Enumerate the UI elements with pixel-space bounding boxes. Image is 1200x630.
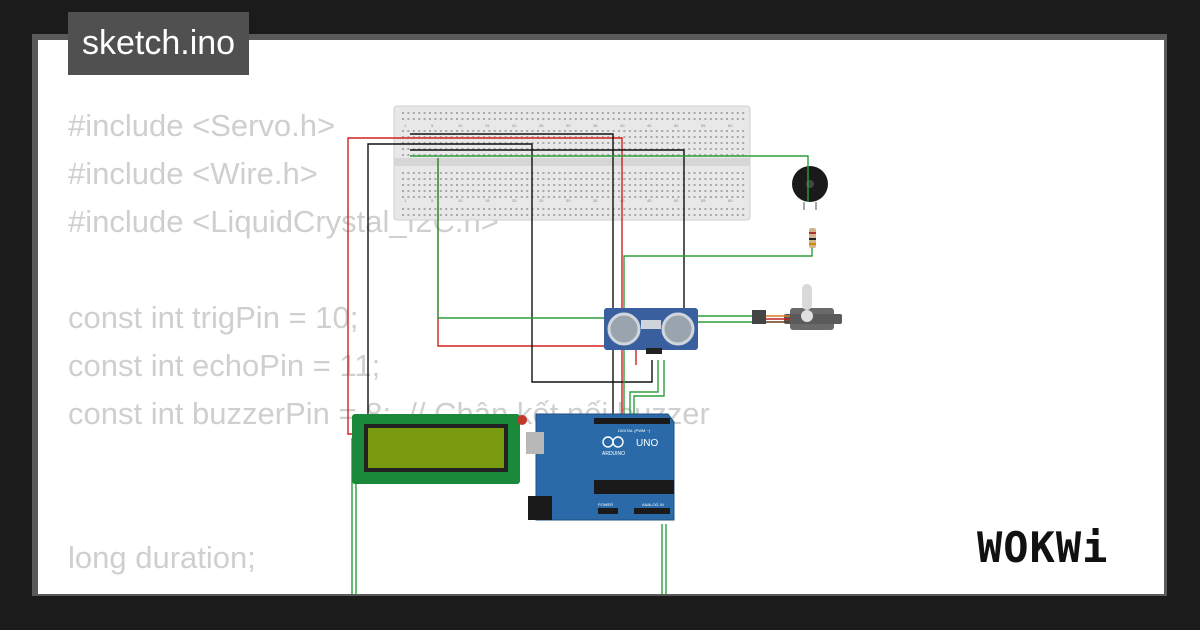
power-label: POWER: [598, 502, 613, 507]
code-line: int distance;: [68, 582, 710, 594]
breadboard-column-number: 60: [728, 198, 733, 203]
wokwi-logo: WOKWi: [977, 523, 1108, 572]
breadboard-column-number: 60: [728, 123, 733, 128]
breadboard-column-number: 35: [593, 123, 598, 128]
black-wire: [410, 143, 533, 250]
arduino-label: ARDUINO: [602, 451, 625, 457]
green-wire: [410, 155, 809, 202]
breadboard-column-number: 50: [674, 123, 679, 128]
breadboard-column-number: 30: [566, 198, 571, 203]
breadboard-column-number: 25: [539, 123, 544, 128]
breadboard-column-number: 1: [404, 123, 407, 128]
arduino-uno: UNO ARDUINO DIGITAL (PWM ~) POWER ANALOG…: [517, 413, 675, 521]
breadboard-column-number: 55: [701, 123, 706, 128]
wokwi-logo-text: WOKWi: [977, 523, 1108, 572]
breadboard-column-number: 10: [458, 123, 463, 128]
code-line: long duration;: [68, 540, 256, 575]
breadboard-column-number: 35: [593, 198, 598, 203]
digital-label: DIGITAL (PWM ~): [618, 428, 651, 433]
buzzer: [792, 166, 828, 210]
green-wire: [629, 360, 659, 420]
black-wire: [531, 250, 653, 383]
circuit-diagram: 1155101015152020252530303535404045455050…: [347, 105, 842, 594]
filename-label: sketch.ino: [82, 24, 236, 62]
breadboard-column-number: 30: [566, 123, 571, 128]
code-line: #include <Wire.h>: [68, 156, 318, 191]
breadboard: 1155101015152020252530303535404045455050…: [393, 105, 751, 221]
code-line: const int trigPin = 10;: [68, 300, 359, 335]
breadboard-column-number: 20: [512, 198, 517, 203]
preview-card: #include <Servo.h>#include <Wire.h>#incl…: [38, 40, 1164, 594]
breadboard-column-number: 50: [674, 198, 679, 203]
servo: [752, 284, 842, 330]
code-line: const int echoPin = 11;: [68, 348, 381, 383]
resistor: [809, 228, 816, 248]
breadboard-column-number: 10: [458, 198, 463, 203]
breadboard-column-number: 45: [647, 198, 652, 203]
black-wire: [410, 149, 685, 316]
breadboard-column-number: 25: [539, 198, 544, 203]
breadboard-column-number: 40: [620, 123, 625, 128]
uno-label: UNO: [636, 438, 658, 449]
black-wire: [410, 133, 614, 510]
breadboard-column-number: 20: [512, 123, 517, 128]
filename-tab[interactable]: sketch.ino: [68, 12, 250, 75]
code-line: #include <Servo.h>: [68, 108, 336, 143]
ultrasonic-sensor: [604, 308, 698, 354]
green-wire: [437, 158, 608, 319]
breadboard-column-number: 55: [701, 198, 706, 203]
lcd-display: [352, 414, 520, 484]
analog-label: ANALOG IN: [642, 502, 664, 507]
green-wire: [633, 360, 665, 420]
red-wire: [406, 137, 623, 510]
breadboard-column-number: 15: [485, 198, 490, 203]
breadboard-column-number: 15: [485, 123, 490, 128]
breadboard-column-number: 45: [647, 123, 652, 128]
breadboard-column-number: 5: [431, 123, 434, 128]
breadboard-column-number: 1: [404, 198, 407, 203]
green-wire: [623, 248, 813, 510]
breadboard-column-number: 5: [431, 198, 434, 203]
